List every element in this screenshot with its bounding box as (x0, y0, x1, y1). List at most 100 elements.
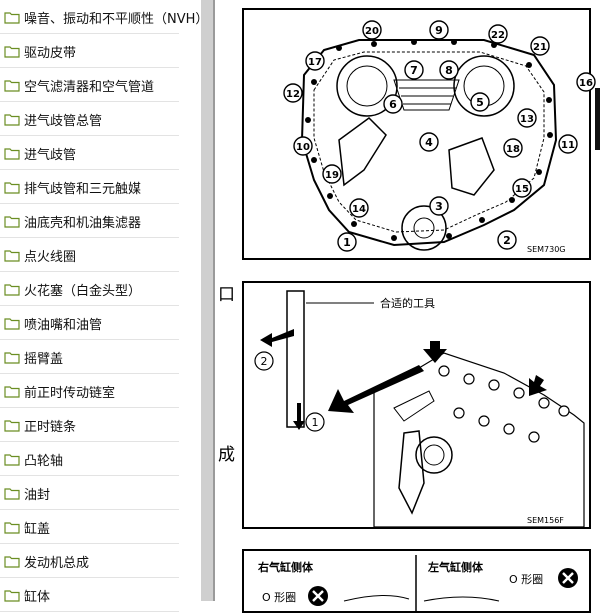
sidebar-item[interactable]: 油底壳和机油集滤器 (0, 204, 201, 238)
bolt-number: 9 (435, 24, 443, 37)
cut-off-text-1: 口 (218, 285, 235, 305)
bolt-mark (391, 235, 397, 241)
o-ring-diagram: 右气缸侧体 左气缸侧体 O 形圈 O 形圈 (257, 555, 578, 611)
bolt-mark (546, 97, 552, 103)
sidebar-item[interactable]: 凸轮轴 (0, 442, 201, 476)
bolt-mark (503, 423, 515, 435)
bolt-mark (311, 157, 317, 163)
bolt-number: 8 (445, 64, 453, 77)
bolt-number: 22 (491, 30, 505, 41)
bolt-number-marker: 1 (337, 232, 357, 252)
sidebar-item-label: 摇臂盖 (24, 351, 64, 367)
folder-icon (4, 453, 20, 466)
vertical-scrollbar-thumb[interactable] (595, 88, 600, 150)
bolt-number: 7 (410, 64, 418, 77)
folder-icon (4, 215, 20, 228)
sidebar-item[interactable]: 进气歧管 (0, 136, 201, 170)
folder-icon (4, 317, 20, 330)
bolt-number: 4 (425, 136, 433, 149)
bolt-number-marker: 5 (470, 92, 490, 112)
bolt-mark (547, 132, 553, 138)
right-bank-label: 右气缸侧体 (257, 560, 314, 574)
bolt-mark (336, 45, 342, 51)
sidebar-item-label: 驱动皮带 (24, 45, 77, 61)
removal-diagram: 合适的工具 2 1 SEM156F (254, 290, 585, 528)
figure1-caption: SEM730G (527, 245, 566, 254)
bolt-mark (479, 217, 485, 223)
sidebar-item[interactable]: 油封 (0, 476, 201, 510)
bolt-number: 3 (435, 200, 443, 213)
bolt-number-marker: 4 (419, 132, 439, 152)
sidebar-item[interactable]: 前正时传动链室 (0, 374, 201, 408)
sidebar-item-label: 缸体 (24, 589, 51, 605)
bolt-number: 21 (533, 42, 547, 53)
bolt-mark (491, 42, 497, 48)
sidebar-item[interactable]: 点火线圈 (0, 238, 201, 272)
sidebar-item-label: 火花塞（白金头型） (24, 283, 142, 299)
bolt-mark (351, 221, 357, 227)
o-ring-label-left-bank: O 形圈 (509, 573, 543, 586)
sidebar-item-label: 发动机总成 (24, 555, 90, 571)
bolt-number-marker: 22 (488, 24, 508, 44)
bolt-number-marker: 21 (530, 36, 550, 56)
bolt-number: 20 (365, 26, 379, 37)
sidebar-item[interactable]: 噪音、振动和不平顺性（NVH） (0, 0, 208, 34)
bolt-number: 10 (296, 142, 310, 153)
bolt-number-marker: 12 (283, 83, 303, 103)
bolt-mark (327, 193, 333, 199)
sidebar-item[interactable]: 发动机总成 (0, 544, 201, 578)
sidebar-item-label: 前正时传动链室 (24, 385, 116, 401)
bolt-mark (451, 39, 457, 45)
folder-icon (4, 11, 20, 24)
sidebar-item[interactable]: 喷油嘴和油管 (0, 306, 201, 340)
sidebar-item-label: 空气滤清器和空气管道 (24, 79, 155, 95)
sidebar-item-label: 油底壳和机油集滤器 (24, 215, 142, 231)
sidebar-item-label: 凸轮轴 (24, 453, 64, 469)
tool-label: 合适的工具 (380, 296, 435, 310)
figure-o-ring: 右气缸侧体 左气缸侧体 O 形圈 O 形圈 (242, 549, 591, 613)
step-1-label: 1 (312, 416, 319, 429)
bolt-number: 17 (308, 57, 322, 68)
sidebar-item[interactable]: 缸体 (0, 578, 201, 612)
bolt-mark (526, 62, 532, 68)
sidebar: 噪音、振动和不平顺性（NVH） 驱动皮带空气滤清器和空气管道进气歧管总管进气歧管排… (0, 0, 208, 612)
sidebar-item[interactable]: 正时链条 (0, 408, 201, 442)
sidebar-item[interactable]: 空气滤清器和空气管道 (0, 68, 201, 102)
bolt-mark (371, 41, 377, 47)
bolt-mark (558, 405, 570, 417)
bolt-number-marker: 9 (429, 20, 449, 40)
folder-icon (4, 589, 20, 602)
bolt-mark (478, 415, 490, 427)
bolt-number: 11 (561, 140, 575, 151)
sidebar-item[interactable]: 驱动皮带 (0, 34, 201, 68)
sidebar-item-label: 喷油嘴和油管 (24, 317, 103, 333)
bolt-number-marker: 19 (322, 164, 342, 184)
bolt-number-marker: 13 (517, 108, 537, 128)
bolt-number: 12 (286, 89, 300, 100)
bolt-number-marker: 18 (503, 138, 523, 158)
bolt-number-marker: 2 (497, 230, 517, 250)
sidebar-item[interactable]: 排气歧管和三元触媒 (0, 170, 201, 204)
folder-icon (4, 521, 20, 534)
pane-splitter[interactable] (201, 0, 215, 601)
sidebar-item[interactable]: 火花塞（白金头型） (0, 272, 201, 306)
sidebar-item[interactable]: 摇臂盖 (0, 340, 201, 374)
sidebar-item[interactable]: 进气歧管总管 (0, 102, 201, 136)
bolt-number: 2 (503, 234, 511, 247)
folder-icon (4, 45, 20, 58)
bolt-number-marker: 11 (558, 134, 578, 154)
bolt-number-marker: 20 (362, 20, 382, 40)
folder-icon (4, 351, 20, 364)
bolt-number-marker: 10 (293, 136, 313, 156)
bolt-mark (463, 373, 475, 385)
folder-icon (4, 487, 20, 500)
bolt-mark (536, 169, 542, 175)
sidebar-item[interactable]: 缸盖 (0, 510, 201, 544)
bolt-mark (509, 197, 515, 203)
sidebar-item-label: 进气歧管 (24, 147, 77, 163)
folder-icon (4, 147, 20, 160)
sidebar-item-label: 缸盖 (24, 521, 51, 537)
bolt-number-marker: 16 (576, 72, 596, 92)
